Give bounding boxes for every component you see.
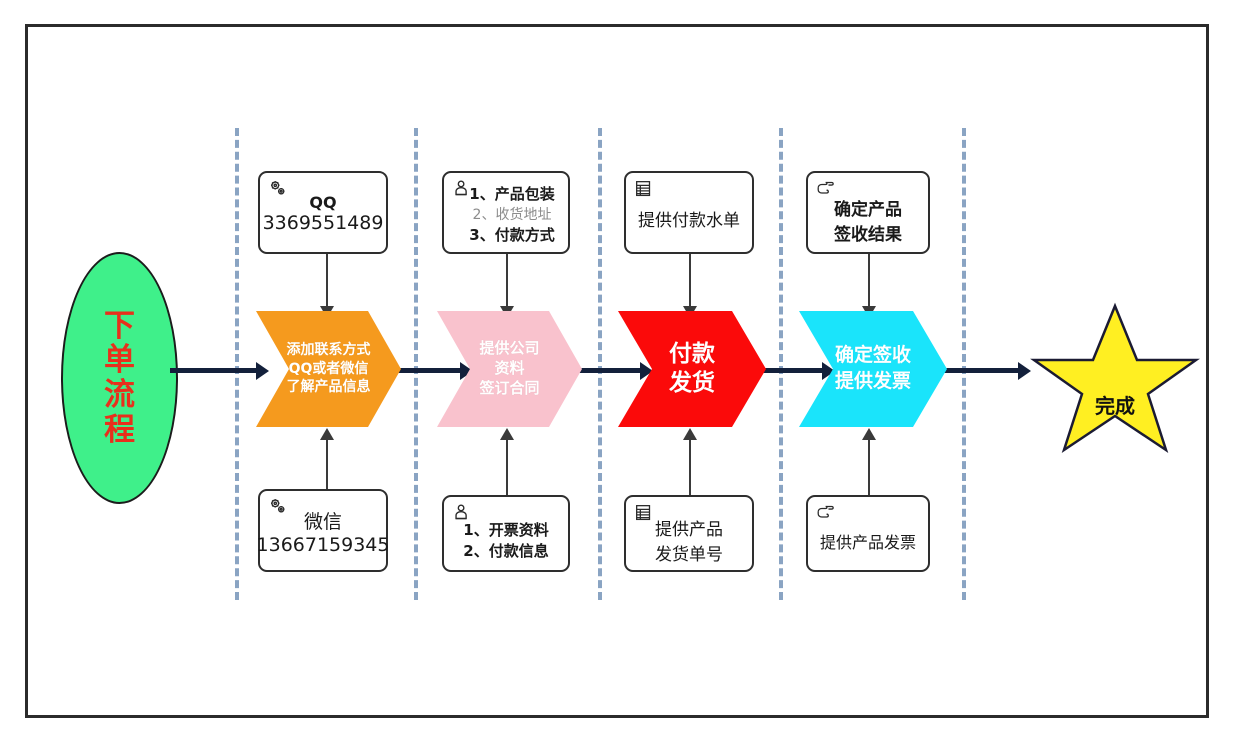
box-line: 2、付款信息 (463, 541, 549, 560)
box-line: 提供产品发票 (819, 532, 916, 552)
link-line-stage1-top (326, 254, 328, 310)
document-list-icon (633, 502, 655, 524)
flow-arrow-start-to-stage1 (170, 368, 256, 373)
flow-arrowhead-1 (256, 362, 269, 380)
chevron-line: 添加联系方式 (286, 342, 371, 359)
stage-receipt-invoice-chevron-label: 确定签收 提供发票 (835, 343, 911, 394)
start-label-char-4: 程 (104, 411, 135, 448)
chevron-line: 资料 (494, 359, 525, 378)
flow-arrow-stage4-to-end (940, 368, 1018, 373)
gears-icon (267, 178, 289, 200)
stage-payment-shipping-top-box-body: 提供付款水单 (626, 173, 752, 252)
stage-receipt-invoice-top-box-body: 确定产品 签收结果 (808, 173, 928, 252)
chevron-line: 提供发票 (834, 370, 911, 392)
stage-payment-shipping-chevron-label: 付款 发货 (669, 340, 715, 398)
chevron-shape (256, 311, 401, 427)
stage-company-info-chevron-label: 提供公司 资料 签订合同 (479, 339, 539, 398)
end-node[interactable]: 完成 (1030, 302, 1200, 454)
start-label-char-1: 下 (104, 307, 135, 344)
end-node-label: 完成 (1095, 394, 1135, 418)
box-line: 微信 (303, 511, 342, 533)
flow-arrowhead-5 (1018, 362, 1031, 380)
link-line-stage2-bottom (506, 440, 508, 496)
chevron-shape (618, 311, 766, 427)
stage-company-info-top-box[interactable]: 1、产品包装 2、收货地址 3、付款方式 (442, 171, 570, 254)
box-line: 1、产品包装 (469, 184, 555, 203)
swimlane-separator-1 (235, 128, 239, 600)
start-label-char-2: 单 (104, 342, 135, 379)
start-node-label: 下 单 流 程 (104, 307, 135, 448)
stage-payment-shipping-bottom-box-body: 提供产品 发货单号 (626, 497, 752, 570)
link-line-stage4-bottom (868, 440, 870, 496)
link-line-stage3-bottom (689, 440, 691, 496)
swimlane-separator-3 (598, 128, 602, 600)
flow-arrow-stage2-to-stage3 (578, 368, 640, 373)
link-arrow-stage1-bottom (320, 428, 334, 440)
stage-company-info-bottom-box-body: 1、开票资料 2、付款信息 (444, 497, 568, 570)
stage-receipt-invoice-chevron[interactable]: 确定签收 提供发票 (799, 311, 947, 427)
stage-contact-bottom-box-body: 微信 13667159345 (257, 491, 390, 570)
stage-receipt-invoice-top-box[interactable]: 确定产品 签收结果 (806, 171, 930, 254)
stage-contact-chevron[interactable]: 添加联系方式 QQ或者微信 了解产品信息 (256, 311, 401, 427)
box-line: 签收结果 (834, 224, 902, 245)
start-node[interactable]: 下 单 流 程 (61, 252, 178, 504)
stage-contact-top-box-body: QQ 3369551489 (260, 173, 386, 252)
stage-contact-top-box[interactable]: QQ 3369551489 (258, 171, 388, 254)
stage-receipt-invoice-bottom-box[interactable]: 提供产品发票 (806, 495, 930, 572)
chevron-line: 付款 (669, 341, 715, 368)
box-line: 13667159345 (256, 534, 390, 556)
gears-icon (267, 496, 289, 518)
stage-contact-chevron-label: 添加联系方式 QQ或者微信 了解产品信息 (287, 341, 371, 396)
link-line-stage3-top (689, 254, 691, 310)
chevron-line: 确定签收 (834, 344, 911, 367)
box-line: 2、收货地址 (472, 206, 552, 223)
stage-payment-shipping-chevron[interactable]: 付款 发货 (618, 311, 766, 427)
stage-company-info-bottom-box[interactable]: 1、开票资料 2、付款信息 (442, 495, 570, 572)
person-icon (451, 502, 473, 524)
pointing-hand-icon (815, 178, 837, 200)
stage-payment-shipping-bottom-box[interactable]: 提供产品 发货单号 (624, 495, 754, 572)
swimlane-separator-5 (962, 128, 966, 600)
chevron-line: 了解产品信息 (286, 379, 371, 396)
box-line: 发货单号 (655, 544, 723, 565)
box-line: 3369551489 (262, 212, 384, 234)
link-arrow-stage4-bottom (862, 428, 876, 440)
chevron-line: 发货 (669, 370, 715, 396)
stage-receipt-invoice-bottom-box-body: 提供产品发票 (808, 497, 928, 570)
pointing-hand-icon (815, 502, 837, 524)
link-arrow-stage3-bottom (683, 428, 697, 440)
link-line-stage4-top (868, 254, 870, 310)
box-line: 1、开票资料 (463, 520, 549, 539)
chevron-shape (437, 311, 582, 427)
start-label-char-3: 流 (104, 377, 135, 413)
box-line: 提供付款水单 (638, 211, 740, 231)
flow-arrow-stage1-to-stage2 (396, 368, 460, 373)
star-shape (1030, 302, 1200, 454)
chevron-line: 签订合同 (479, 378, 540, 397)
box-line: 提供产品 (655, 519, 723, 540)
box-line: 确定产品 (834, 199, 902, 220)
flow-arrow-stage3-to-stage4 (760, 368, 822, 373)
stage-company-info-chevron[interactable]: 提供公司 资料 签订合同 (437, 311, 582, 427)
stage-payment-shipping-top-box[interactable]: 提供付款水单 (624, 171, 754, 254)
stage-contact-bottom-box[interactable]: 微信 13667159345 (257, 489, 390, 572)
link-line-stage2-top (506, 254, 508, 310)
person-icon (451, 178, 473, 200)
box-line: QQ (309, 193, 337, 212)
chevron-shape (799, 311, 947, 427)
link-arrow-stage2-bottom (500, 428, 514, 440)
document-list-icon (633, 178, 655, 200)
box-line: 3、付款方式 (469, 225, 555, 244)
swimlane-separator-2 (414, 128, 418, 600)
swimlane-separator-4 (779, 128, 783, 600)
stage-company-info-top-box-body: 1、产品包装 2、收货地址 3、付款方式 (444, 173, 568, 252)
link-line-stage1-bottom (326, 440, 328, 490)
chevron-line: QQ或者微信 (288, 360, 369, 377)
chevron-line: 提供公司 (479, 339, 540, 358)
